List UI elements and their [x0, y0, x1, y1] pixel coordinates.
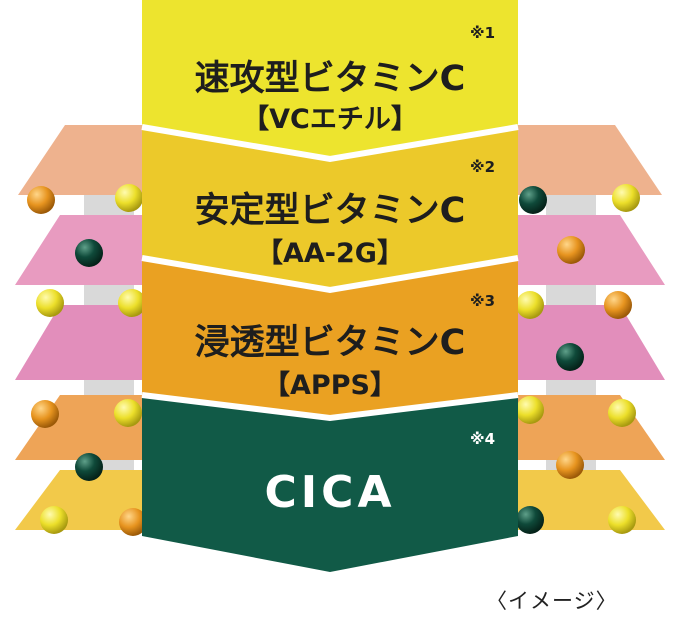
ingredient-sub-3: 【APPS】 — [263, 370, 397, 401]
ingredient-name-2: 安定型ビタミンC — [195, 191, 466, 231]
arrow-4-texts: ※4 CICA — [264, 430, 495, 518]
ingredient-sub-2: 【AA-2G】 — [256, 238, 404, 269]
arrow-1-texts: ※1 速攻型ビタミンC 【VCエチル】 — [195, 24, 495, 135]
ingredient-arrows — [141, 0, 519, 572]
arrow-cica — [142, 395, 518, 572]
ingredient-name-1: 速攻型ビタミンC — [195, 59, 466, 99]
arrow-aa2g — [142, 127, 518, 290]
arrow-3-texts: ※3 浸透型ビタミンC 【APPS】 — [195, 292, 495, 401]
note-2: ※2 — [470, 158, 495, 176]
ingredient-sub-1: 【VCエチル】 — [242, 104, 418, 135]
note-4: ※4 — [470, 430, 495, 448]
ingredient-name-3: 浸透型ビタミンC — [195, 323, 466, 363]
ingredient-name-4: CICA — [264, 467, 395, 518]
arrow-apps — [142, 258, 518, 418]
molecule-balls — [27, 184, 640, 536]
image-caption: 〈イメージ〉 — [486, 589, 618, 613]
arrow-2-texts: ※2 安定型ビタミンC 【AA-2G】 — [195, 158, 495, 269]
note-1: ※1 — [470, 24, 495, 42]
arrow-vc-ethyl — [142, 0, 518, 159]
note-3: ※3 — [470, 292, 495, 310]
